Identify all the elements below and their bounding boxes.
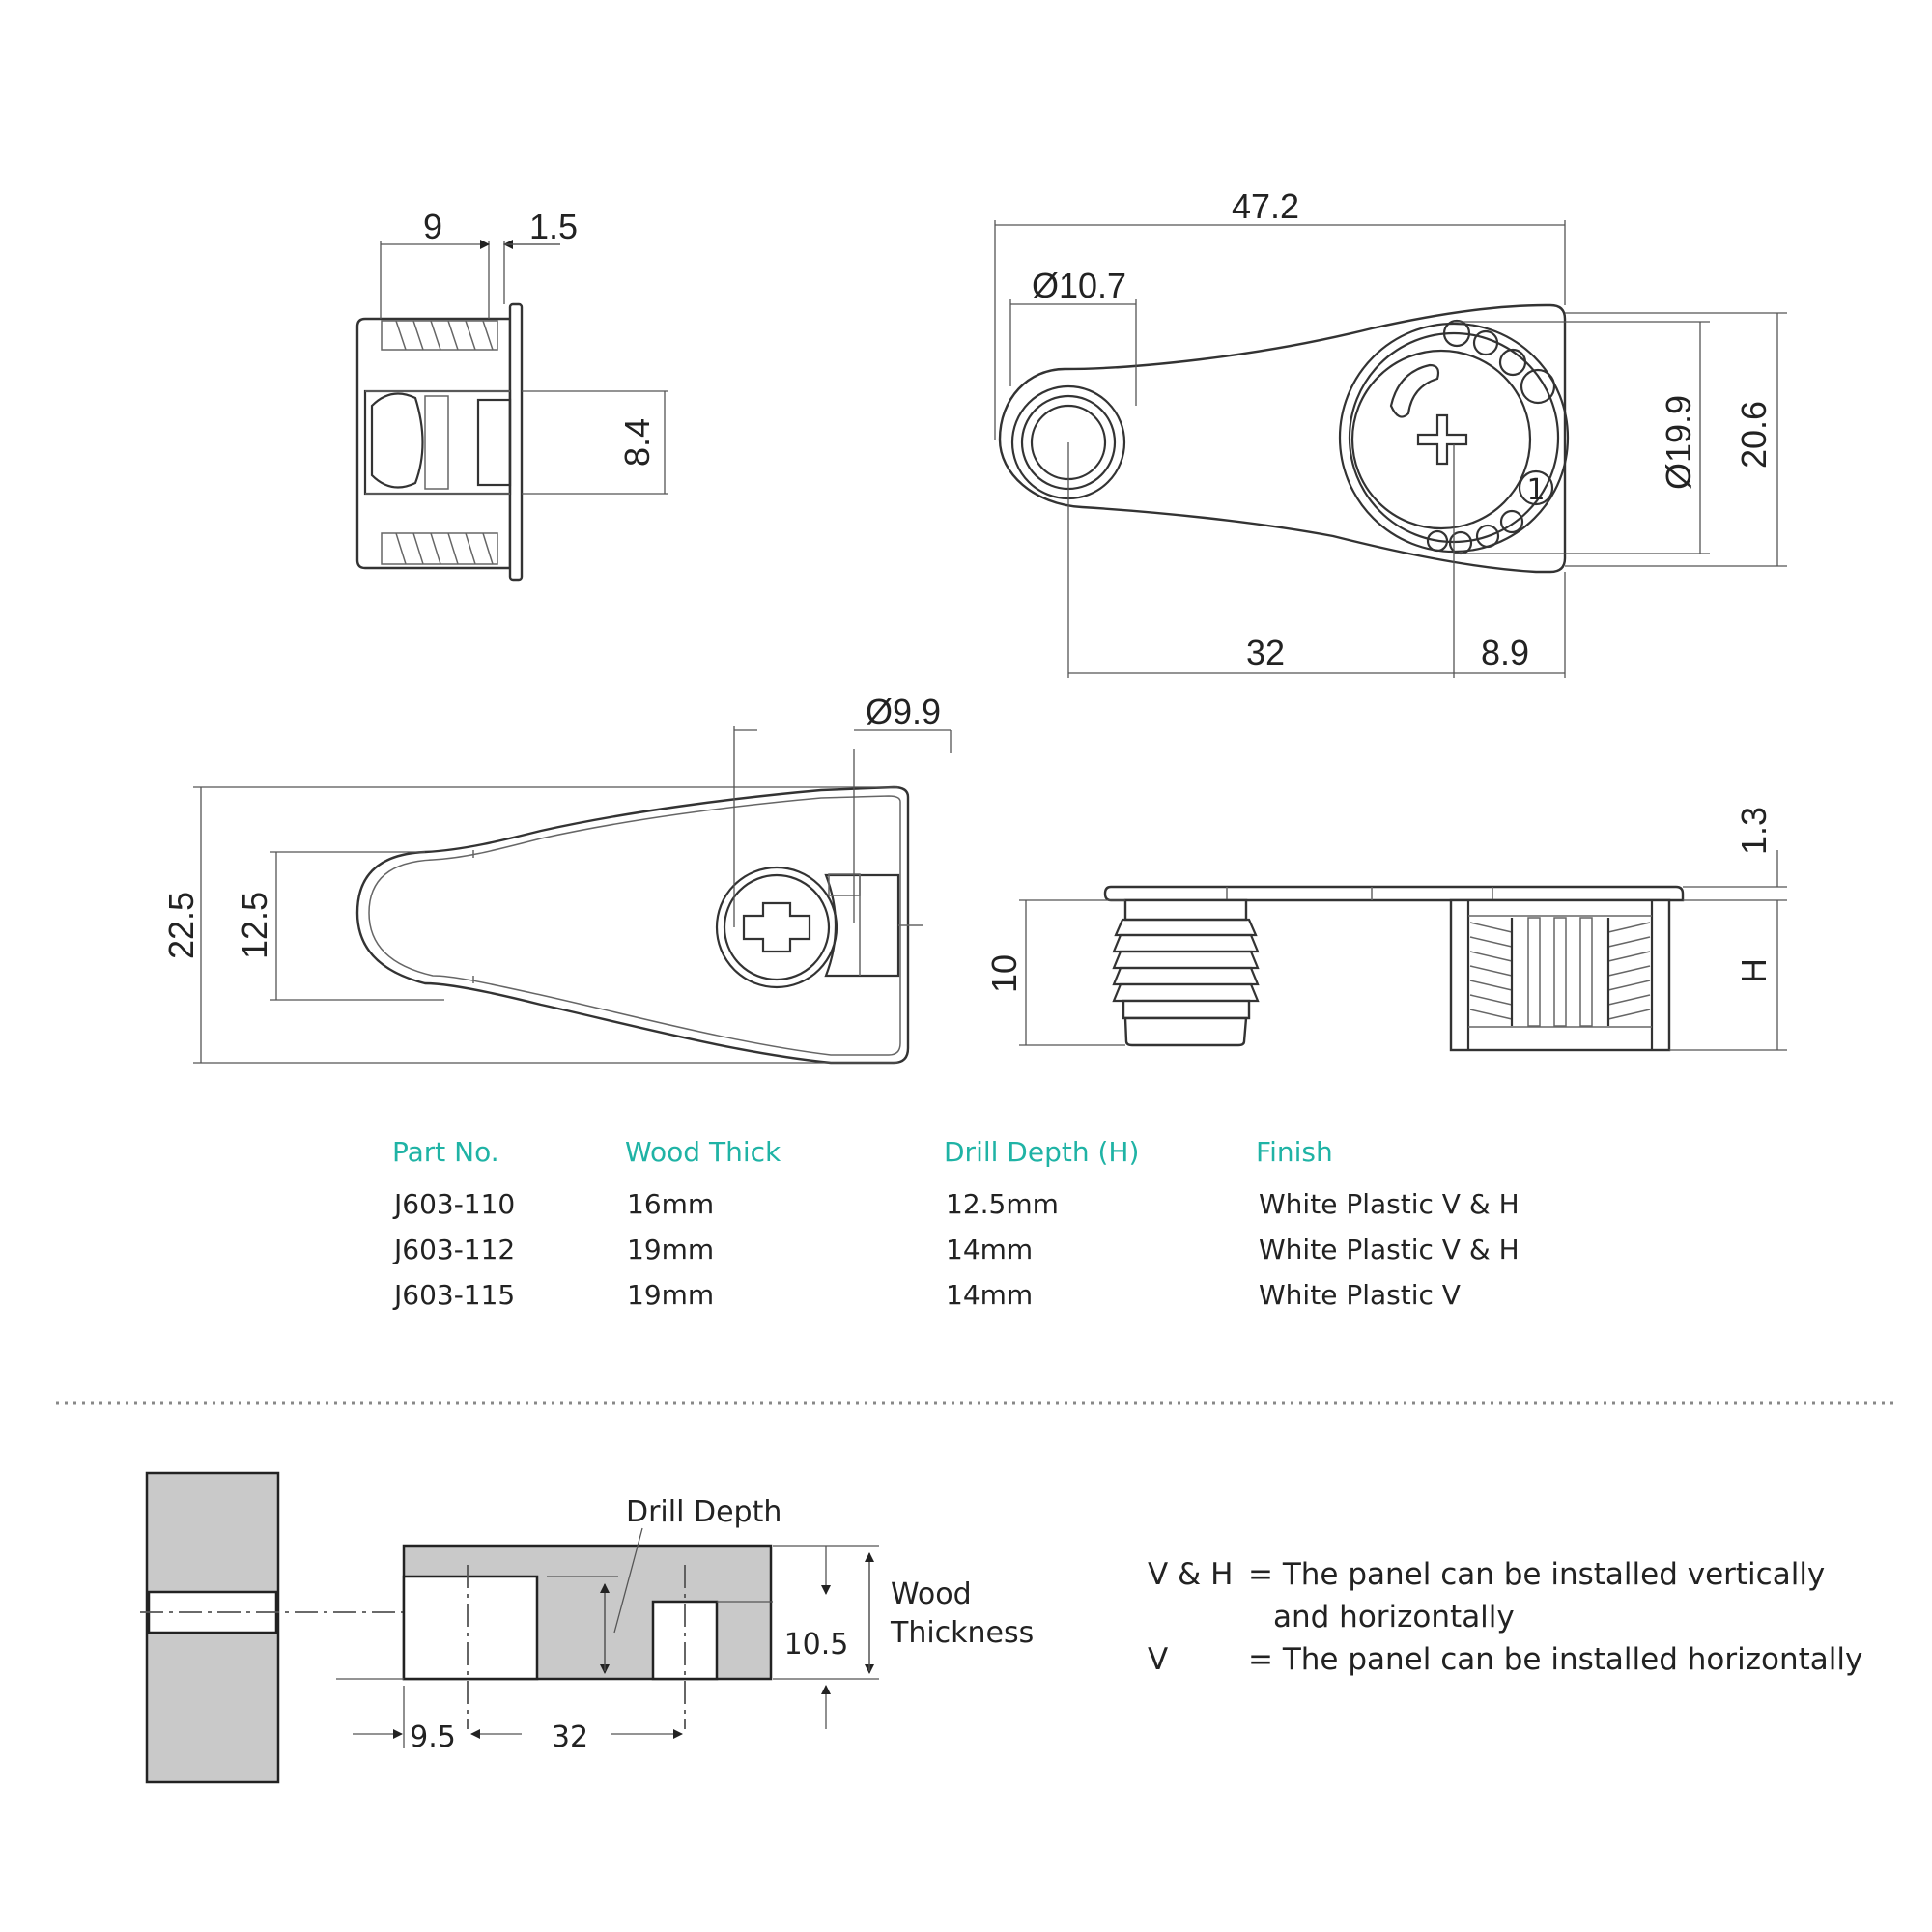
bottom-view-cam-fitting <box>193 726 952 1065</box>
parts-table: Part No. Wood Thick Drill Depth (H) Fini… <box>392 1136 1520 1311</box>
drill-depth-label: Drill Depth <box>626 1495 781 1529</box>
top-view-cam-fitting: 1 <box>994 220 1787 678</box>
dim-32-top: 32 <box>1246 633 1285 672</box>
dim-1-3: 1.3 <box>1734 807 1774 855</box>
table-header-finish: Finish <box>1256 1136 1333 1168</box>
table-cell: 14mm <box>946 1234 1033 1265</box>
table-cell: 14mm <box>946 1279 1033 1311</box>
dim-diameter-19-9: Ø19.9 <box>1659 395 1698 490</box>
dim-8-4: 8.4 <box>617 418 657 467</box>
table-cell: J603-115 <box>392 1279 515 1311</box>
side-view-cam-housing <box>355 240 668 582</box>
table-cell: White Plastic V & H <box>1259 1234 1520 1265</box>
table-cell: 19mm <box>627 1279 714 1311</box>
table-cell: 19mm <box>627 1234 714 1265</box>
dim-12-5: 12.5 <box>235 892 274 959</box>
dim-20-6: 20.6 <box>1734 401 1774 469</box>
dim-H: H <box>1734 958 1774 983</box>
wood-thickness-label-line2: Thickness <box>890 1616 1034 1650</box>
dim-9-5: 9.5 <box>410 1720 456 1754</box>
table-header-wood-thick: Wood Thick <box>625 1136 781 1168</box>
table-cell: 16mm <box>627 1188 714 1220</box>
dim-8-9: 8.9 <box>1481 633 1529 672</box>
dim-32-bottom: 32 <box>552 1720 588 1754</box>
installation-diagram <box>140 1471 879 1784</box>
side-view-assembly <box>1019 850 1787 1052</box>
legend-v-text: = The panel can be installed horizontall… <box>1248 1642 1862 1677</box>
table-cell: 12.5mm <box>946 1188 1059 1220</box>
dim-diameter-10-7: Ø10.7 <box>1032 266 1126 305</box>
dim-9: 9 <box>423 207 442 246</box>
dim-10: 10 <box>984 954 1024 993</box>
table-cell: White Plastic V <box>1259 1279 1461 1311</box>
dim-22-5: 22.5 <box>161 892 201 959</box>
table-header-part-no: Part No. <box>392 1136 499 1168</box>
install-legend: V & H = The panel can be installed verti… <box>1148 1557 1862 1677</box>
position-mark-1: 1 <box>1526 473 1545 507</box>
table-cell: J603-112 <box>392 1234 515 1265</box>
dim-1-5: 1.5 <box>529 207 578 246</box>
table-cell: J603-110 <box>392 1188 515 1220</box>
wood-thickness-label-line1: Wood <box>891 1577 972 1611</box>
legend-v-key: V <box>1148 1642 1168 1677</box>
dim-10-5: 10.5 <box>784 1628 849 1662</box>
table-cell: White Plastic V & H <box>1259 1188 1520 1220</box>
dim-diameter-9-9: Ø9.9 <box>866 692 941 731</box>
legend-vh-text-line1: = The panel can be installed vertically <box>1248 1557 1825 1592</box>
table-header-drill-depth: Drill Depth (H) <box>944 1136 1139 1168</box>
dim-47-2: 47.2 <box>1232 186 1299 226</box>
legend-vh-key: V & H <box>1148 1557 1233 1592</box>
legend-vh-text-line2: and horizontally <box>1273 1600 1515 1634</box>
